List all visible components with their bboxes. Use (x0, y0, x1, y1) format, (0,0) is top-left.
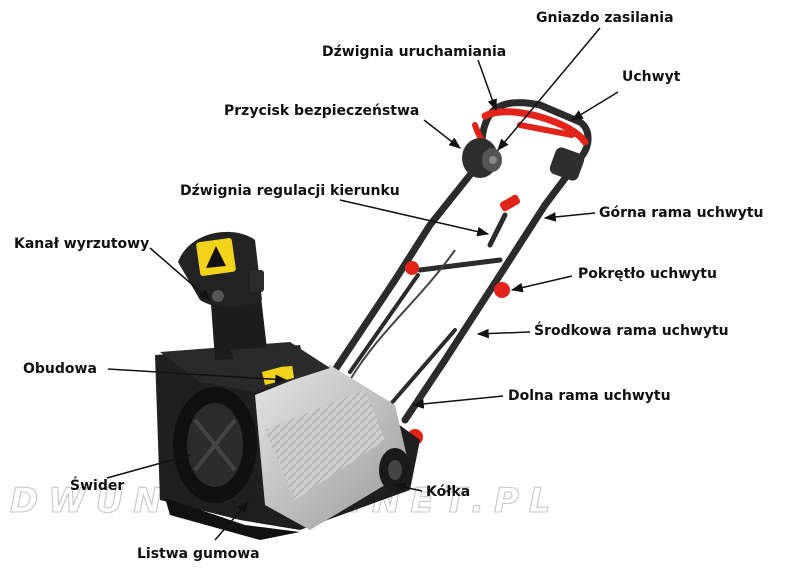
label-listwa-gumowa: Listwa gumowa (137, 546, 260, 562)
label-uchwyt: Uchwyt (622, 69, 681, 85)
discharge-chute (178, 231, 305, 370)
handle-knobs (405, 261, 510, 445)
direction-lever (487, 194, 521, 248)
label-kolka: Kółka (426, 484, 471, 500)
label-obudowa: Obudowa (23, 361, 97, 377)
label-gorna-rama-uchwytu: Górna rama uchwytu (599, 205, 764, 221)
label-kanal-wyrzutowy: Kanał wyrzutowy (14, 236, 150, 252)
label-srodkowa-rama-uchwytu: Środkowa rama uchwytu (534, 323, 729, 339)
red-grip (481, 108, 589, 146)
label-pokretlo-uchwytu: Pokrętło uchwytu (578, 266, 717, 282)
label-gniazdo-zasilania: Gniazdo zasilania (536, 10, 674, 26)
label-dzwignia-uruchamiania: Dźwignia uruchamiania (322, 44, 507, 60)
label-dolna-rama-uchwytu: Dolna rama uchwytu (508, 388, 671, 404)
label-dzwignia-regulacji-kierunku: Dźwignia regulacji kierunku (180, 183, 400, 199)
leader-lines (106, 27, 619, 541)
label-przycisk-bezpieczenstwa: Przycisk bezpieczeństwa (224, 103, 420, 119)
housing (155, 342, 420, 540)
label-swider: Świder (70, 478, 125, 494)
safety-switch-box (462, 138, 502, 178)
